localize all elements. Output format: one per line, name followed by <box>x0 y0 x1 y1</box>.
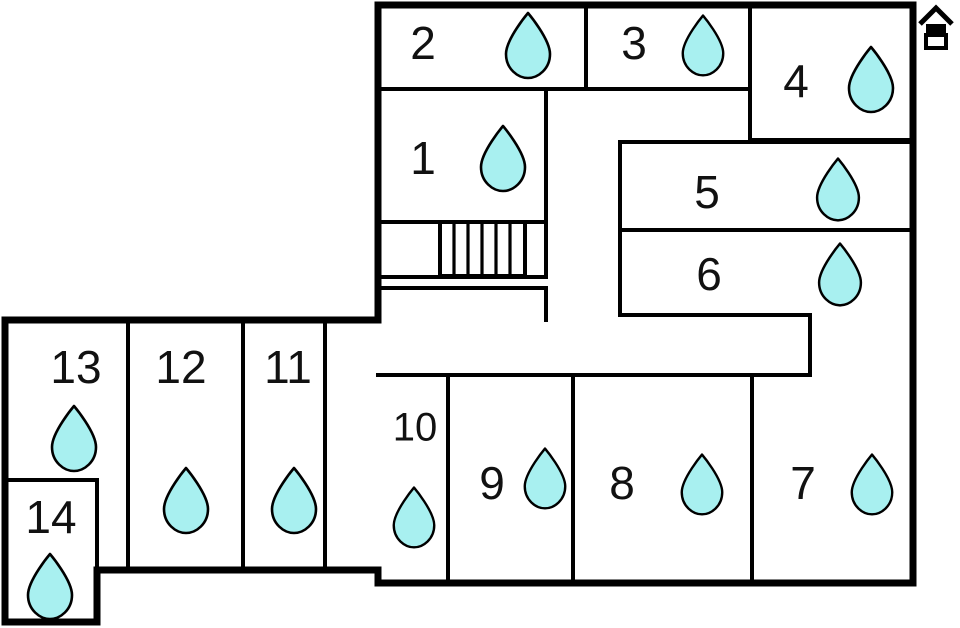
room-label: 3 <box>621 17 647 69</box>
room-5[interactable]: 5 <box>694 157 861 222</box>
room-label: 4 <box>783 55 809 107</box>
room-10[interactable]: 10 <box>392 406 438 549</box>
room-12[interactable]: 12 <box>155 341 210 535</box>
room-6[interactable]: 6 <box>696 242 863 307</box>
room-label: 11 <box>264 341 312 393</box>
room-13[interactable]: 13 <box>50 341 102 473</box>
house-marker-icon <box>918 4 954 50</box>
room-label: 5 <box>694 166 720 218</box>
room-label: 10 <box>393 406 438 450</box>
room-11[interactable]: 11 <box>264 341 318 535</box>
room-1[interactable]: 1 <box>410 124 527 193</box>
room-label: 2 <box>410 17 436 69</box>
room-14[interactable]: 14 <box>25 491 77 621</box>
room-label: 12 <box>155 341 206 393</box>
room-2[interactable]: 2 <box>410 11 552 80</box>
room-8[interactable]: 8 <box>609 453 724 516</box>
room-9[interactable]: 9 <box>479 447 567 510</box>
room-7[interactable]: 7 <box>790 453 894 516</box>
room-4[interactable]: 4 <box>783 45 895 114</box>
room-label: 6 <box>696 248 722 300</box>
room-label: 8 <box>609 457 635 509</box>
room-3[interactable]: 3 <box>621 14 725 77</box>
interior-walls <box>3 3 915 624</box>
room-annotations: 1 2 3 4 5 6 <box>25 11 895 621</box>
room-label: 7 <box>790 457 816 509</box>
room-label: 14 <box>25 491 76 543</box>
room-label: 9 <box>479 457 505 509</box>
staircase-icon <box>438 220 527 278</box>
room-label: 13 <box>50 341 101 393</box>
room-label: 1 <box>410 132 436 184</box>
